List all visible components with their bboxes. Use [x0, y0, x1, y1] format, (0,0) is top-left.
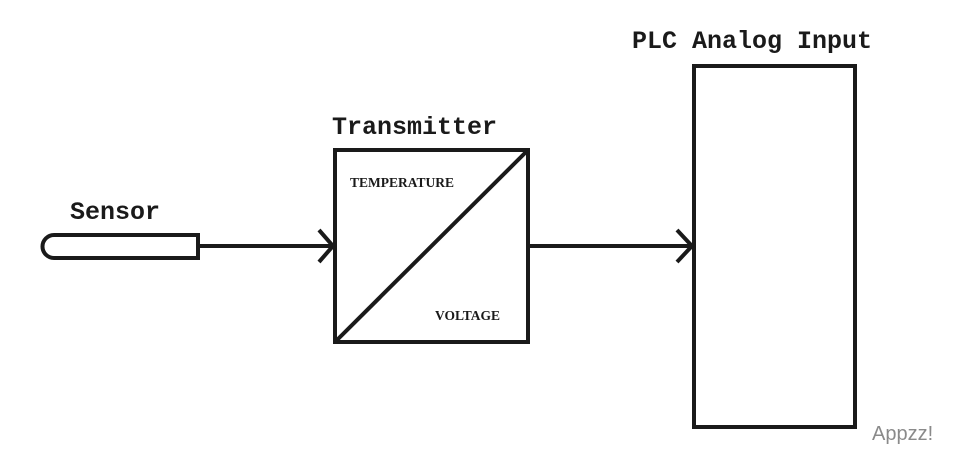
transmitter-label: Transmitter — [332, 113, 497, 142]
transmitter-diagonal — [333, 148, 530, 344]
plc-box — [692, 64, 857, 429]
plc-analog-input: PLC Analog Input — [632, 27, 872, 429]
connector-transmitter-to-plc — [528, 228, 695, 264]
sensor-label: Sensor — [70, 198, 160, 227]
watermark: Appzz! — [872, 423, 933, 445]
connector-sensor-to-transmitter — [198, 228, 336, 264]
transmitter-output-label: VOLTAGE — [435, 308, 500, 323]
sensor-probe — [40, 233, 200, 260]
transmitter-input-label: TEMPERATURE — [350, 175, 454, 190]
sensor: Sensor — [40, 198, 200, 260]
plc-label: PLC Analog Input — [632, 27, 872, 56]
transmitter: Transmitter TEMPERATURE VOLTAGE — [332, 113, 530, 344]
